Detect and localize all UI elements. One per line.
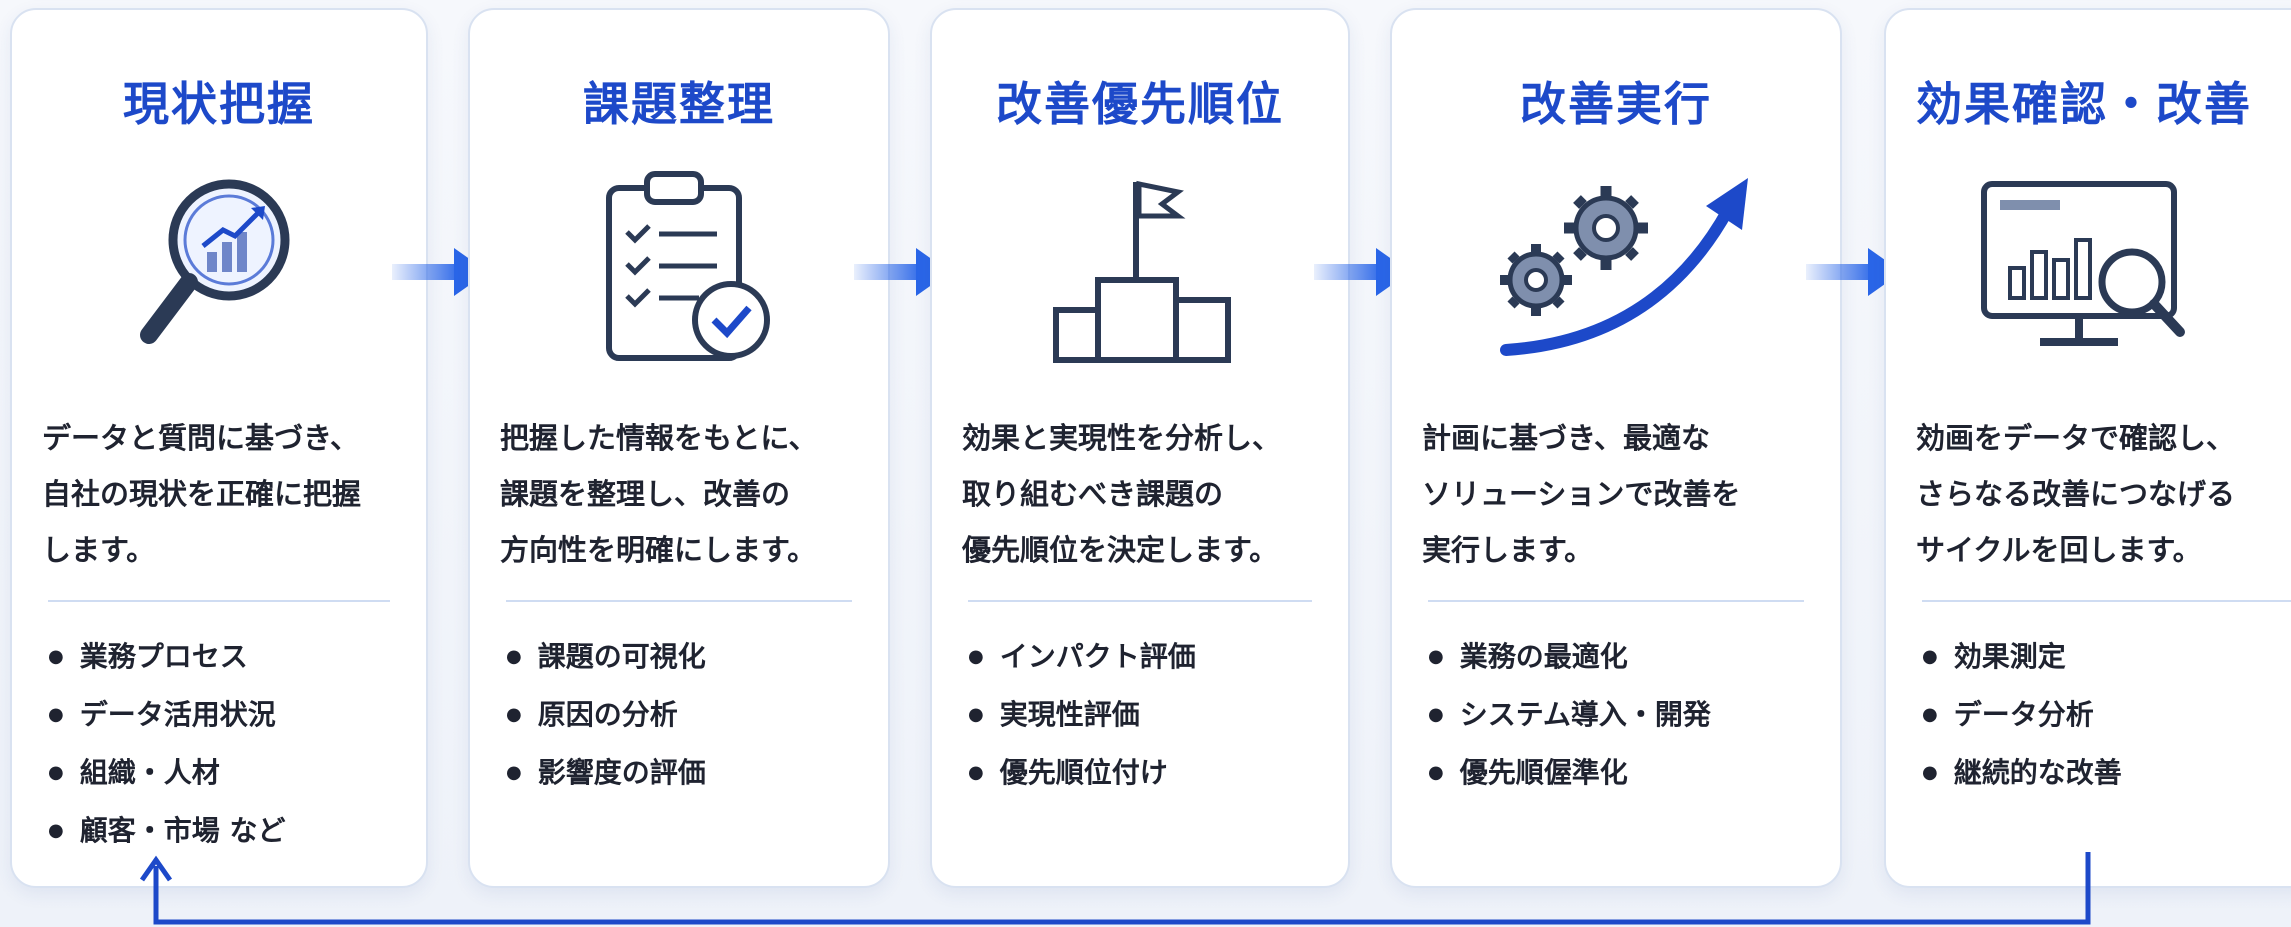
desc-line: 計画に基づき、最適な xyxy=(1422,421,1710,455)
desc-line: データと質問に基づき、 xyxy=(42,421,359,455)
magnifier-chart-icon xyxy=(99,170,339,370)
bullet-list: 効果測定 データ分析 継続的な改善 xyxy=(1922,630,2291,804)
step-description: データと質問に基づき、 自社の現状を正確に把握 します。 xyxy=(42,410,406,578)
desc-line: 方向性を明確にします。 xyxy=(500,533,817,567)
bullet-list: インパクト評価 実現性評価 優先順位付け xyxy=(968,630,1338,804)
list-item: 効果測定 xyxy=(1922,630,2291,688)
list-item: データ活用状況 xyxy=(48,688,416,746)
step-description: 計画に基づき、最適な ソリューションで改善を 実行します。 xyxy=(1422,410,1820,578)
divider xyxy=(1428,600,1804,602)
step-card-3: 改善優先順位 効果と実現性を分析し、 取り組むべき課題の 優先順位を決定します。… xyxy=(930,8,1350,888)
desc-line: 効画をデータで確認し、 xyxy=(1916,421,2236,455)
bullet-list: 業務プロセス データ活用状況 組織・人材 顧客・市場 など xyxy=(48,630,416,862)
list-item: 課題の可視化 xyxy=(506,630,878,688)
list-item: 業務の最適化 xyxy=(1428,630,1830,688)
list-item: 影響度の評価 xyxy=(506,746,878,804)
list-item: システム導入・開発 xyxy=(1428,688,1830,746)
divider xyxy=(968,600,1312,602)
step-card-1: 現状把握 データと質問に基づき、 自社の現状を正確に把握 します。 業務プロセス… xyxy=(10,8,428,888)
bullet-list: 課題の可視化 原因の分析 影響度の評価 xyxy=(506,630,878,804)
list-item: 顧客・市場 など xyxy=(48,804,416,862)
divider xyxy=(1922,600,2291,602)
desc-line: 優先順位を決定します。 xyxy=(962,533,1279,567)
step-title: 改善優先順位 xyxy=(996,77,1284,131)
step-description: 効果と実現性を分析し、 取り組むべき課題の 優先順位を決定します。 xyxy=(962,410,1328,578)
list-item: 原因の分析 xyxy=(506,688,878,746)
list-item: データ分析 xyxy=(1922,688,2291,746)
bullet-list: 業務の最適化 システム導入・開発 優先順偓準化 xyxy=(1428,630,1830,804)
desc-line: 自社の現状を正確に把握 xyxy=(42,477,362,511)
list-item: 実現性評価 xyxy=(968,688,1338,746)
step-card-2: 課題整理 把握した情報をもとに、 課題を整理し、改善の 方向性を明確にします。 … xyxy=(468,8,890,888)
desc-line: ソリューションで改善を xyxy=(1422,477,1741,511)
step-title: 改善実行 xyxy=(1520,77,1712,131)
list-item: インパクト評価 xyxy=(968,630,1338,688)
step-description: 把握した情報をもとに、 課題を整理し、改善の 方向性を明確にします。 xyxy=(500,410,868,578)
gears-growth-arrow-icon xyxy=(1466,170,1766,370)
desc-line: さらなる改善につなげる xyxy=(1916,477,2236,511)
step-description: 効画をデータで確認し、 さらなる改善につなげる サイクルを回します。 xyxy=(1916,410,2291,578)
podium-flag-icon xyxy=(1020,170,1260,370)
desc-line: 取り組むべき課題の xyxy=(962,477,1224,511)
list-item: 優先順偓準化 xyxy=(1428,746,1830,804)
step-title: 課題整理 xyxy=(583,77,775,131)
list-item: 優先順位付け xyxy=(968,746,1338,804)
desc-line: 実行します。 xyxy=(1422,533,1594,567)
desc-line: 課題を整理し、改善の xyxy=(500,477,791,511)
step-card-4: 改善実行 xyxy=(1390,8,1842,888)
desc-line: 効果と実現性を分析し、 xyxy=(962,421,1282,455)
list-item: 組織・人材 xyxy=(48,746,416,804)
desc-line: サイクルを回します。 xyxy=(1916,533,2202,567)
list-item: 業務プロセス xyxy=(48,630,416,688)
desc-line: します。 xyxy=(42,533,156,567)
list-item: 継続的な改善 xyxy=(1922,746,2291,804)
desc-line: 把握した情報をもとに、 xyxy=(500,421,818,455)
clipboard-check-icon xyxy=(559,170,799,370)
divider xyxy=(506,600,852,602)
step-title: 現状把握 xyxy=(123,77,315,131)
monitor-analysis-icon xyxy=(1964,170,2204,370)
divider xyxy=(48,600,390,602)
step-title: 効果確認・改善 xyxy=(1916,77,2252,131)
step-card-5: 効果確認・改善 効画をデータで確認し、 さらなる改善につなげる サイクルを回しま… xyxy=(1884,8,2291,888)
